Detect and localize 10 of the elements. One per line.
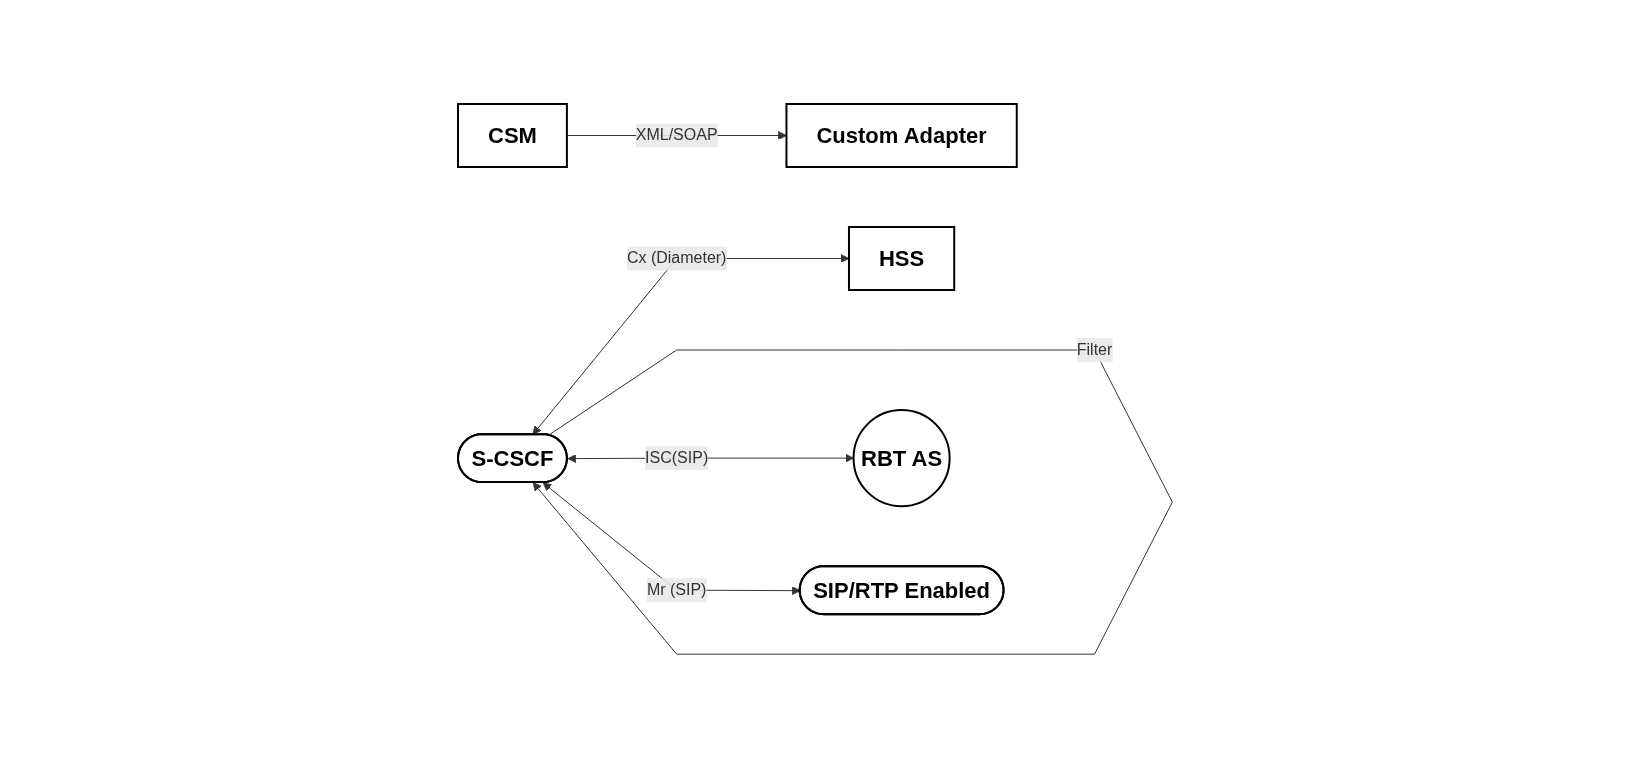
edge-label: ISC(SIP) — [645, 449, 709, 467]
node-circle: RBT AS — [852, 409, 951, 508]
node-box: HSS — [848, 225, 956, 291]
edge-label: Filter — [1077, 340, 1113, 358]
node-box: CSM — [457, 102, 569, 168]
node-box: Custom Adapter — [785, 102, 1018, 168]
edge-label: Cx (Diameter) — [627, 249, 727, 267]
arrow — [532, 349, 1174, 655]
edge-label: Mr (SIP) — [647, 581, 707, 599]
edge-label: XML/SOAP — [636, 126, 718, 144]
